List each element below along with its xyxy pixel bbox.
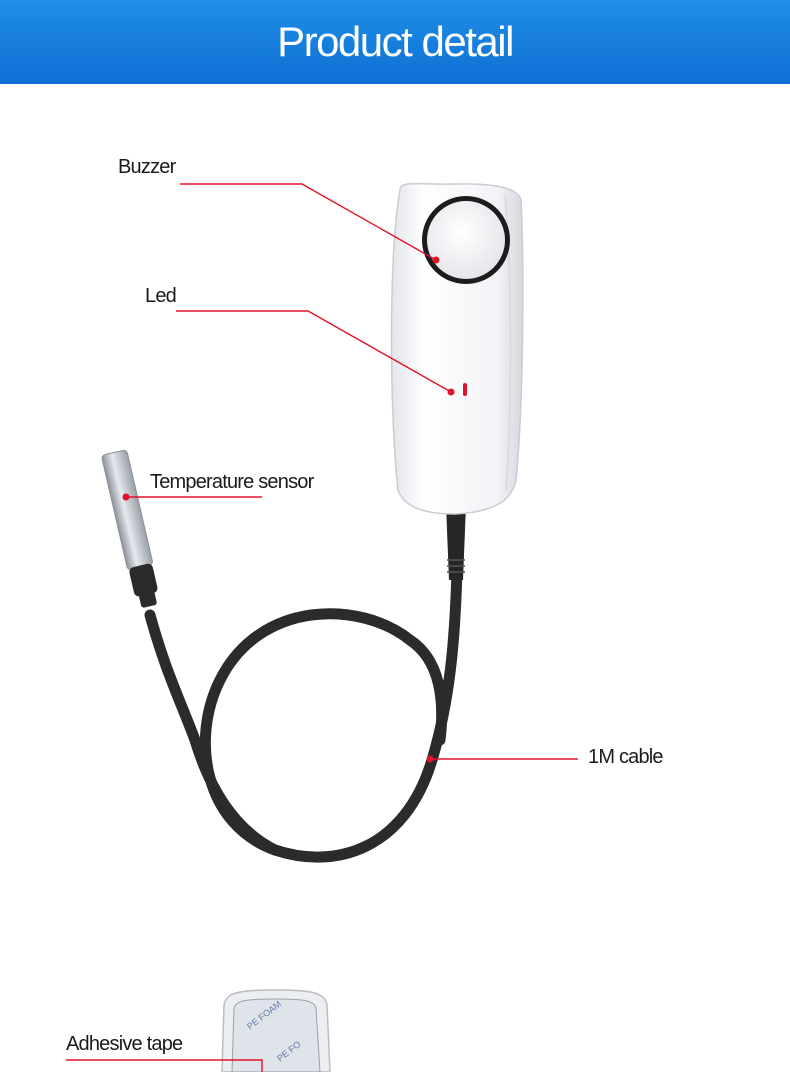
label-temperature-sensor: Temperature sensor <box>150 471 314 493</box>
adhesive-tape <box>231 998 321 1072</box>
callout-buzzer-dot <box>432 256 440 264</box>
buzzer-face <box>427 201 505 279</box>
label-led: Led <box>145 285 177 307</box>
callout-led-dot <box>447 388 455 396</box>
page-title: Product detail <box>277 18 514 65</box>
callout-sensor-dot <box>122 493 130 501</box>
label-adhesive-tape: Adhesive tape <box>66 1033 183 1055</box>
temperature-probe <box>101 449 158 608</box>
cable <box>199 564 463 863</box>
callout-tape-line <box>66 1059 263 1072</box>
callout-buzzer-line <box>180 183 437 261</box>
callout-led-line <box>176 310 452 393</box>
strain-relief <box>446 505 466 580</box>
label-cable: 1M cable <box>588 746 664 768</box>
device-back: PE FOAM PE FO <box>221 989 331 1072</box>
label-buzzer: Buzzer <box>118 156 176 178</box>
sensor-cable <box>144 609 281 856</box>
callout-cable-dot <box>426 755 434 763</box>
page-header: Product detail <box>0 0 790 84</box>
led-indicator <box>463 383 467 396</box>
